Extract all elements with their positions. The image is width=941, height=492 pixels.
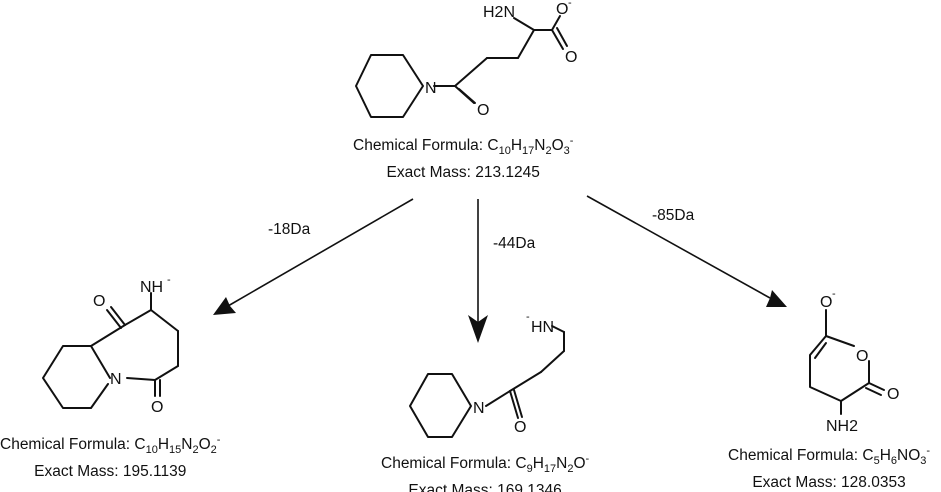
parent-carboxylate-oxygen-label: O [556, 1, 568, 18]
formula-part: - [216, 434, 221, 446]
formula-part: 5 [873, 455, 880, 468]
formula-part: O [198, 436, 211, 454]
formula-part: C [862, 447, 874, 465]
loss-label-85da: -85Da [652, 207, 695, 224]
parent-amide-oxygen-label: O [477, 102, 489, 119]
formula-part: N [534, 137, 546, 155]
formula-part: 2 [545, 145, 552, 158]
product-2-formula: Chemical Formula: C9H17N2O- [381, 453, 590, 476]
formula-part: 9 [526, 463, 533, 476]
product-3-ring-oxygen-label: O [856, 348, 868, 365]
product-1-charge-label: - [167, 274, 171, 286]
product-2-nitrogen-label: N [473, 400, 485, 417]
formula-part: C [487, 137, 499, 155]
product-3-anion-oxygen-label: O [820, 294, 832, 311]
formula-part: - [585, 453, 590, 465]
product-2-amine-label: HN [531, 319, 554, 336]
product-3-formula: Chemical Formula: C5H6NO3- [728, 445, 931, 468]
formula-part: 6 [890, 455, 898, 468]
product-2-amide-oxygen-label: O [514, 419, 526, 436]
product-3-structure: O - O O NH2 [809, 288, 899, 435]
formula-part: 10 [498, 145, 511, 158]
formula-part: - [926, 445, 931, 457]
formula-part: O [573, 455, 586, 473]
formula-part: 3 [563, 145, 570, 158]
formula-part: H [510, 137, 523, 155]
formula-part: N [556, 455, 568, 473]
product-2-caption: Chemical Formula: C9H17N2O- Exact Mass: … [381, 449, 589, 492]
product-1-mass: Exact Mass: 195.1139 [34, 463, 187, 481]
formula-part: - [569, 135, 574, 147]
arrow-left [213, 198, 414, 315]
formula-part: 17 [543, 463, 557, 476]
product-1-amide-oxygen-label: O [151, 399, 163, 416]
formula-part: 17 [522, 145, 535, 158]
parent-caption: Chemical Formula: C10H17N2O3- Exact Mass… [353, 131, 573, 183]
formula-part: 2 [210, 444, 217, 457]
formula-part: H [532, 455, 544, 473]
formula-part: 15 [169, 444, 182, 457]
product-1-ketone-oxygen-label: O [93, 293, 105, 310]
product-1-amine-label: NH [140, 279, 163, 296]
parent-formula: Chemical Formula: C10H17N2O3- [353, 135, 574, 158]
formula-part: 3 [920, 455, 927, 468]
formula-part: H [157, 436, 170, 454]
parent-amine-label: H2N [483, 4, 515, 21]
formula-part: NO [897, 447, 921, 465]
product-1-caption: Chemical Formula: C10H15N2O2- Exact Mass… [0, 430, 220, 482]
formula-part: H [879, 447, 891, 465]
product-1-nitrogen-label: N [110, 371, 122, 388]
product-3-mass: Exact Mass: 128.0353 [752, 474, 906, 492]
product-2-charge-label: - [526, 311, 530, 323]
product-1-formula: Chemical Formula: C10H15N2O2- [0, 434, 221, 457]
product-3-charge-label: - [832, 288, 836, 300]
loss-label-44da: -44Da [493, 235, 536, 252]
formula-part: 10 [145, 444, 158, 457]
parent-charge-label: - [568, 0, 572, 9]
parent-structure: N O H2N O - O [355, 0, 577, 119]
formula-part: C [515, 455, 527, 473]
product-3-amine-label: NH2 [826, 418, 858, 435]
product-3-carbonyl-oxygen-label: O [887, 386, 899, 403]
parent-nitrogen-label: N [425, 80, 437, 97]
product-2-structure: N O - HN [409, 311, 565, 438]
parent-carbonyl-oxygen-label: O [565, 49, 577, 66]
loss-label-18da: -18Da [268, 221, 311, 238]
formula-part: C [134, 436, 146, 454]
formula-part: N [181, 436, 193, 454]
product-2-mass: Exact Mass: 169.1346 [408, 482, 562, 492]
formula-part: O [551, 137, 564, 155]
arrow-right [586, 195, 787, 307]
parent-mass: Exact Mass: 213.1245 [386, 164, 540, 182]
product-1-structure: O NH - N O [42, 274, 179, 416]
formula-part: 2 [192, 444, 199, 457]
product-3-caption: Chemical Formula: C5H6NO3- Exact Mass: 1… [728, 441, 930, 492]
formula-part: 2 [567, 463, 574, 476]
arrow-middle [468, 199, 488, 343]
